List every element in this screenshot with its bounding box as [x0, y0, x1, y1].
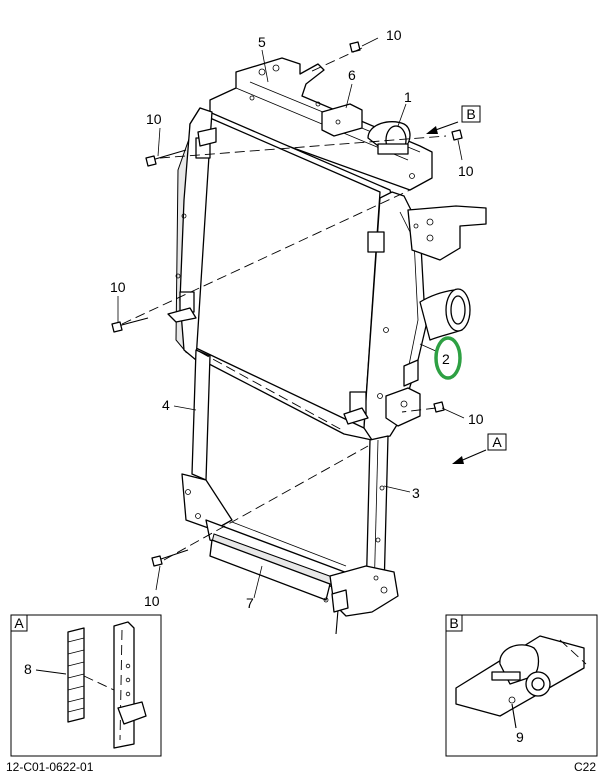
footer-page-code: C22 [574, 760, 596, 774]
assembly-lines [121, 47, 447, 561]
detail-a-panel: A [10, 614, 162, 757]
callout-7: 7 [246, 595, 254, 611]
detail-a-label: A [14, 615, 24, 631]
footer-part-number: 12-C01-0622-01 [6, 760, 94, 774]
bolt-lower-left [151, 549, 189, 567]
bolt-upper-left [145, 149, 187, 167]
callout-6: 6 [348, 67, 356, 83]
nut-right-lower [433, 401, 445, 413]
callout-10-upper-left: 10 [146, 111, 162, 127]
bolt-mid-left [111, 317, 149, 333]
nut-top [349, 41, 361, 53]
callout-3: 3 [412, 485, 420, 501]
right-upper-bracket [407, 205, 487, 261]
callout-10-right-upper: 10 [458, 163, 474, 179]
callout-5: 5 [258, 34, 266, 50]
callout-4: 4 [162, 397, 170, 413]
callout-9: 9 [516, 729, 524, 745]
callout-10-mid-left: 10 [110, 279, 126, 295]
right-lower-bracket [385, 359, 421, 427]
callout-10-right-lower: 10 [468, 411, 484, 427]
left-tank [167, 107, 217, 361]
outlet-pipe [419, 288, 471, 341]
callout-10-lower-left: 10 [144, 593, 160, 609]
hose-clamp [367, 121, 411, 155]
view-arrow-b [426, 121, 459, 134]
view-ref-box-b [461, 105, 481, 123]
callout-2: 2 [442, 351, 450, 367]
view-ref-box-a [487, 433, 507, 451]
detail-b-label: B [449, 615, 458, 631]
leader-lines [117, 37, 465, 599]
nut-right-upper [451, 129, 463, 141]
highlight-marker [434, 336, 462, 380]
detail-b-panel: B [445, 614, 598, 757]
lower-frame [181, 349, 399, 635]
view-ref-a: A [492, 434, 502, 450]
view-ref-b: B [466, 106, 475, 122]
mounting-bracket-6 [321, 103, 363, 137]
callout-10-top: 10 [386, 27, 402, 43]
callout-8: 8 [24, 661, 32, 677]
callout-1: 1 [404, 89, 412, 105]
view-arrow-a [452, 449, 487, 464]
